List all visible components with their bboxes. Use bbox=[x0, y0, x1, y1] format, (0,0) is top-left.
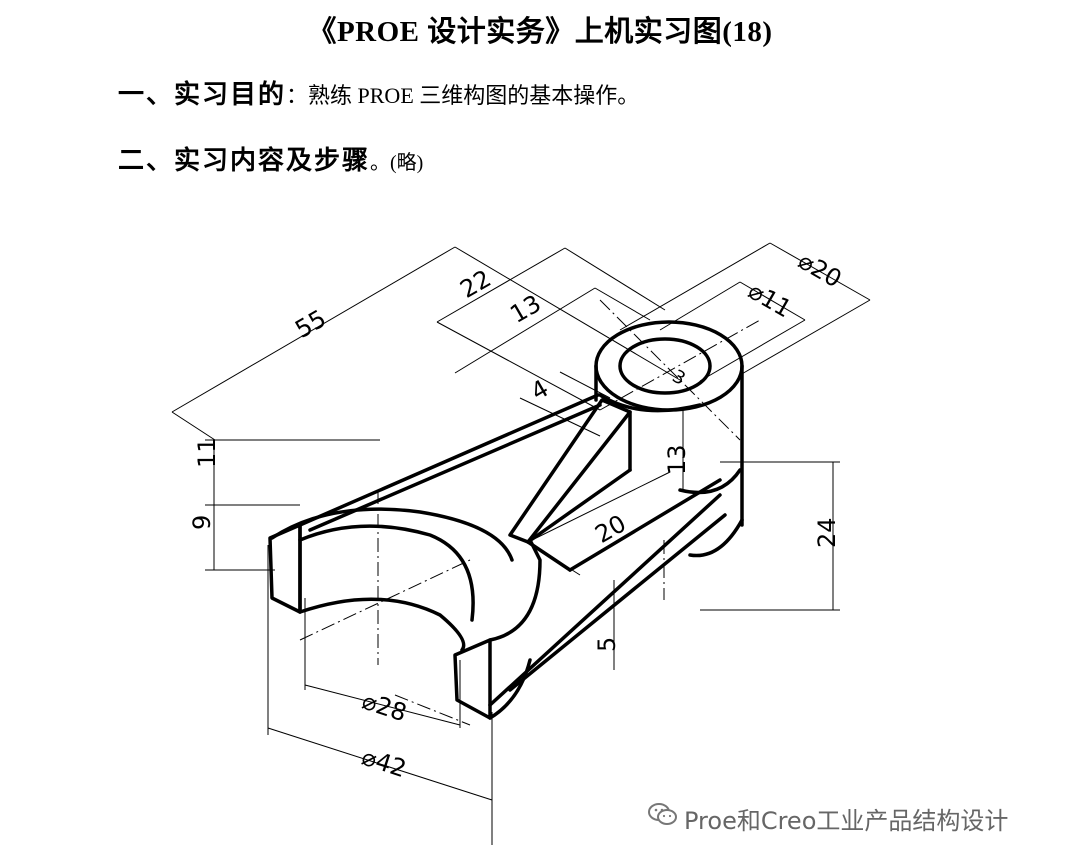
part-outline bbox=[268, 320, 744, 720]
wechat-icon bbox=[648, 802, 678, 834]
watermark-text: Proe和Creo工业产品结构设计 bbox=[684, 806, 1009, 835]
section-steps-text: 。(略) bbox=[370, 152, 424, 174]
watermark: Proe和Creo工业产品结构设计 bbox=[648, 800, 1008, 836]
dim-11: 11 bbox=[193, 437, 221, 468]
dim-24: 24 bbox=[813, 517, 841, 548]
section-steps: 二、实习内容及步骤。(略) bbox=[118, 140, 423, 177]
dim-22: 22 bbox=[455, 264, 495, 304]
dim-phi20: ⌀20 bbox=[793, 247, 846, 294]
dim-20: 20 bbox=[590, 509, 630, 549]
dim-13-side: 13 bbox=[663, 444, 691, 475]
section-purpose: 一、实习目的：熟练 PROE 三维构图的基本操作。 bbox=[118, 74, 639, 111]
dim-4: 4 bbox=[526, 374, 553, 406]
section-steps-heading: 二、实习内容及步骤 bbox=[118, 146, 371, 175]
section-purpose-text: ：熟练 PROE 三维构图的基本操作。 bbox=[286, 83, 640, 108]
dim-55: 55 bbox=[290, 304, 330, 344]
dim-13-top: 13 bbox=[505, 289, 545, 329]
dim-phi42: ⌀42 bbox=[358, 743, 409, 784]
centerlines bbox=[299, 299, 761, 726]
section-purpose-heading: 一、实习目的 bbox=[118, 80, 287, 109]
dimension-lines bbox=[171, 242, 871, 845]
page-title: 《PROE 设计实务》上机实习图(18) bbox=[307, 16, 773, 48]
dim-9: 9 bbox=[188, 515, 216, 530]
dim-phi28: ⌀28 bbox=[359, 687, 410, 728]
dim-5: 5 bbox=[593, 637, 621, 652]
dim-phi11: ⌀11 bbox=[743, 277, 796, 324]
